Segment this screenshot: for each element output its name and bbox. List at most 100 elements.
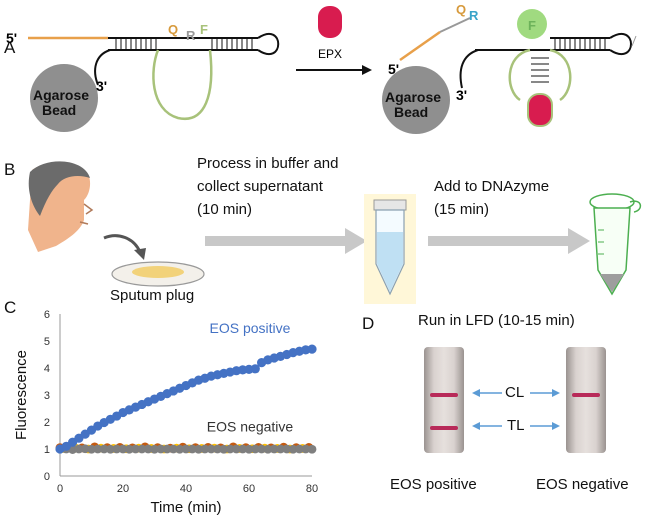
data-point-eos-negative bbox=[99, 444, 109, 454]
y-axis-label: Fluorescence bbox=[13, 350, 30, 440]
y-tick-label: 4 bbox=[44, 363, 50, 375]
data-point-eos-negative bbox=[295, 444, 304, 454]
data-point-eos-negative bbox=[219, 444, 229, 454]
panel-label-c: C bbox=[4, 298, 17, 317]
data-point-eos-negative bbox=[200, 444, 210, 454]
lfd-title: Run in LFD (10-15 min) bbox=[418, 312, 575, 329]
data-point-eos-negative bbox=[269, 444, 279, 454]
hairpin-loop-left bbox=[257, 32, 280, 56]
data-point-eos-positive bbox=[307, 344, 317, 354]
step1-line3: (10 min) bbox=[197, 201, 253, 218]
data-point-eos-negative bbox=[232, 444, 241, 454]
panel-label-b: B bbox=[4, 160, 16, 179]
data-point-eos-negative bbox=[307, 444, 317, 454]
epx-enzyme-icon bbox=[318, 6, 342, 38]
cl-label: CL bbox=[505, 384, 525, 401]
data-point-eos-negative bbox=[169, 444, 178, 454]
data-point-eos-negative bbox=[206, 444, 216, 454]
step2-line2: (15 min) bbox=[434, 201, 490, 218]
process-arrow-1 bbox=[205, 228, 367, 254]
step1-line2: collect supernatant bbox=[197, 178, 323, 195]
released-fluorophore bbox=[517, 9, 547, 39]
stem-ticks-right bbox=[531, 57, 549, 83]
data-point-eos-negative bbox=[250, 444, 260, 454]
cleaved-strand-orange bbox=[399, 30, 441, 62]
patient-illustration bbox=[28, 161, 94, 252]
x-tick-label: 20 bbox=[117, 483, 129, 495]
lfd-strip-negative bbox=[566, 347, 606, 453]
three-prime-left: 3' bbox=[96, 78, 107, 94]
bead-label-left-2: Bead bbox=[42, 102, 76, 118]
r-label-left: R bbox=[186, 28, 196, 43]
lfd-strip-positive bbox=[424, 347, 464, 453]
x-axis-label: Time (min) bbox=[150, 499, 221, 516]
y-tick-label: 3 bbox=[44, 390, 50, 402]
y-tick-label: 1 bbox=[44, 444, 50, 456]
agarose-bead-left bbox=[30, 64, 98, 132]
data-point-eos-positive bbox=[250, 364, 260, 374]
catalytic-loop-right bbox=[508, 48, 572, 102]
lfd-negative-label: EOS negative bbox=[536, 476, 629, 493]
bead-label-right-1: Agarose bbox=[385, 89, 441, 105]
data-point-eos-negative bbox=[112, 444, 122, 454]
data-point-eos-negative bbox=[194, 444, 204, 454]
data-point-eos-negative bbox=[124, 444, 134, 454]
y-tick-label: 6 bbox=[44, 309, 50, 321]
panel-a-diagram: Agarose Bead 5' 3' Q R F EPX Q R F Agaro… bbox=[6, 2, 637, 134]
data-point-eos-negative bbox=[143, 444, 153, 454]
data-point-eos-negative bbox=[288, 444, 298, 454]
base-pair-ticks-left bbox=[115, 38, 253, 50]
q-label-left: Q bbox=[168, 22, 178, 37]
catalytic-loop-green bbox=[152, 49, 213, 121]
data-point-eos-negative bbox=[162, 444, 172, 454]
q-label-right: Q bbox=[456, 2, 466, 17]
conical-tube-icon bbox=[364, 194, 416, 304]
data-point-eos-negative bbox=[276, 444, 285, 454]
bead-label-right-2: Bead bbox=[394, 104, 428, 120]
data-point-eos-negative bbox=[181, 444, 191, 454]
control-line-positive bbox=[430, 393, 458, 397]
tl-label: TL bbox=[507, 417, 525, 434]
data-point-eos-negative bbox=[263, 444, 273, 454]
data-point-eos-negative bbox=[87, 444, 96, 454]
r-label-right: R bbox=[469, 8, 479, 23]
lfd-positive-label: EOS positive bbox=[390, 476, 477, 493]
data-point-eos-negative bbox=[175, 444, 185, 454]
lfd-line-arrows bbox=[472, 389, 560, 430]
three-prime-right: 3' bbox=[456, 87, 467, 103]
microtube-icon bbox=[589, 193, 642, 296]
f-label-left: F bbox=[200, 22, 208, 37]
data-point-eos-negative bbox=[244, 444, 254, 454]
x-tick-label: 80 bbox=[306, 483, 318, 495]
data-point-eos-negative bbox=[238, 444, 248, 454]
data-point-eos-negative bbox=[131, 444, 141, 454]
x-tick-label: 40 bbox=[180, 483, 192, 495]
epx-label: EPX bbox=[318, 47, 342, 61]
collection-arrow bbox=[103, 234, 146, 260]
reaction-arrowhead bbox=[362, 65, 372, 75]
annotation-eos-positive: EOS positive bbox=[210, 320, 291, 336]
hairpin-loop-right bbox=[609, 32, 632, 56]
data-point-eos-negative bbox=[225, 444, 235, 454]
data-point-eos-negative bbox=[150, 444, 159, 454]
data-point-eos-negative bbox=[257, 444, 266, 454]
y-tick-label: 5 bbox=[44, 336, 50, 348]
agarose-bead-right bbox=[382, 66, 450, 134]
control-line-negative bbox=[572, 393, 600, 397]
test-line-positive bbox=[430, 426, 458, 430]
bound-epx bbox=[527, 93, 553, 127]
five-prime-left: 5' bbox=[6, 30, 17, 46]
data-point-eos-negative bbox=[80, 444, 90, 454]
process-arrow-2 bbox=[428, 228, 590, 254]
data-point-eos-negative bbox=[187, 444, 197, 454]
data-point-eos-negative bbox=[282, 444, 292, 454]
cleaved-strand-gray bbox=[439, 17, 471, 33]
panel-label-a: A bbox=[4, 38, 16, 57]
data-point-eos-negative bbox=[156, 444, 166, 454]
base-pair-ticks-right bbox=[554, 38, 606, 50]
data-point-eos-negative bbox=[301, 444, 311, 454]
y-tick-label: 0 bbox=[44, 471, 50, 483]
panel-label-d: D bbox=[362, 314, 375, 333]
data-point-eos-negative bbox=[106, 444, 115, 454]
